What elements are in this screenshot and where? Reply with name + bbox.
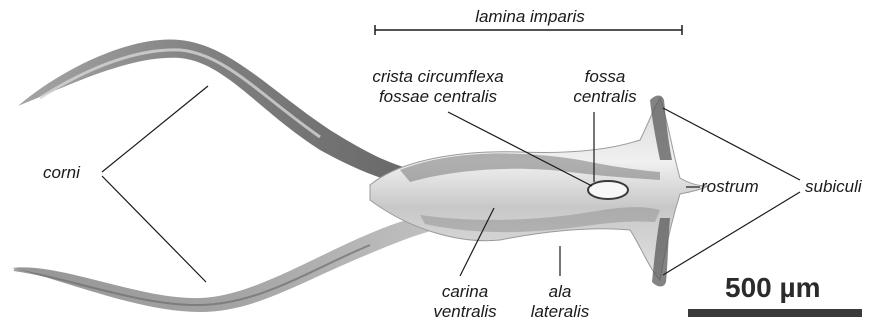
label-fossa-line2: centralis <box>560 87 650 107</box>
leader-corni-lower <box>102 176 206 282</box>
label-crista-line2: fossae centralis <box>348 87 528 107</box>
label-fossa-line1: fossa <box>560 67 650 87</box>
label-crista-line1: crista circumflexa <box>348 67 528 87</box>
label-rostrum: rostrum <box>701 177 759 197</box>
label-corni: corni <box>43 163 80 183</box>
label-ala-line1: ala <box>515 282 605 302</box>
label-ala-lateralis: ala lateralis <box>515 282 605 322</box>
label-carina-line1: carina <box>420 282 510 302</box>
label-lamina-imparis: lamina imparis <box>440 7 620 27</box>
label-fossa-centralis: fossa centralis <box>560 67 650 107</box>
label-subiculi: subiculi <box>805 177 862 197</box>
label-crista-circumflexa: crista circumflexa fossae centralis <box>348 67 528 107</box>
leader-subiculi-lower <box>663 192 800 275</box>
label-carina-ventralis: carina ventralis <box>420 282 510 322</box>
leader-corni-upper <box>102 86 208 172</box>
lower-cornu <box>12 210 455 312</box>
label-carina-line2: ventralis <box>420 302 510 322</box>
leader-subiculi-upper <box>663 108 800 180</box>
label-ala-line2: lateralis <box>515 302 605 322</box>
scale-bar-label: 500 µm <box>725 272 821 304</box>
scale-bar <box>688 309 862 317</box>
fossa-centralis-mark <box>588 181 628 199</box>
